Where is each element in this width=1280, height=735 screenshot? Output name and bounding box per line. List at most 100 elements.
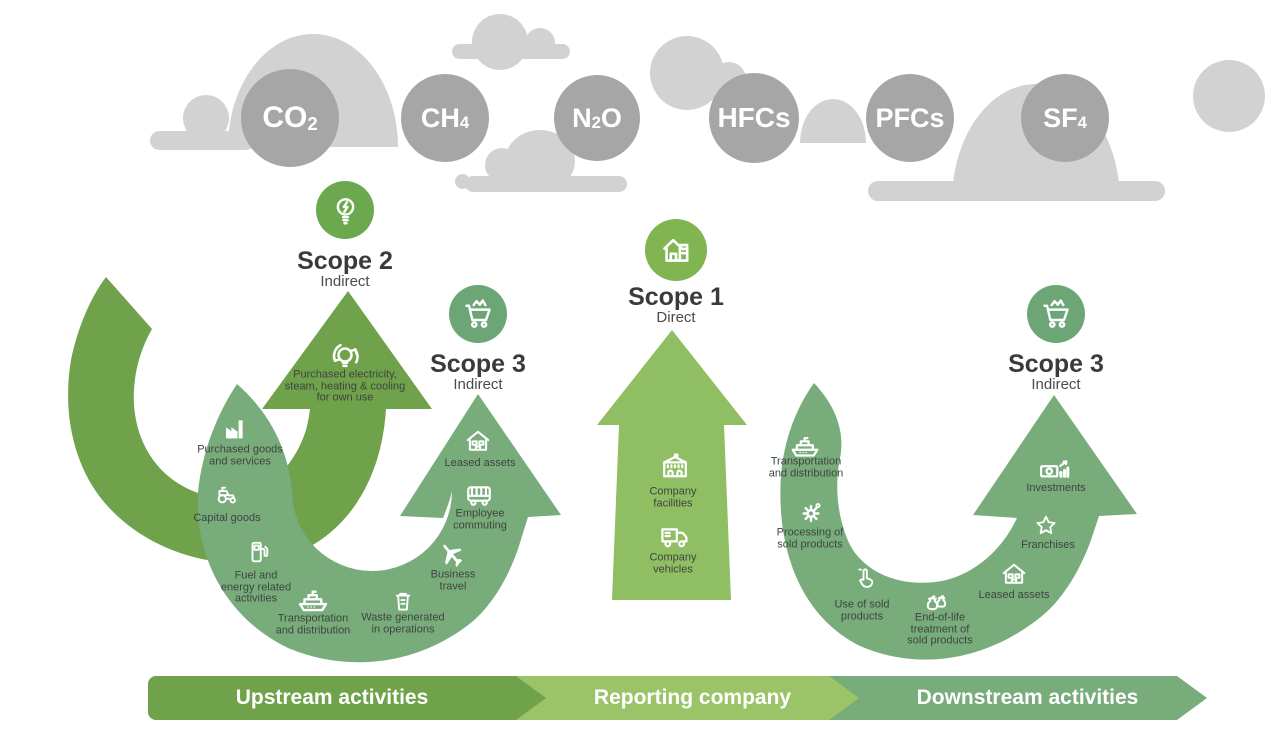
activity-label: Company vehicles xyxy=(649,551,697,575)
activity-label: Purchased electricity, steam, heating & … xyxy=(284,368,406,404)
hand-click-icon xyxy=(858,568,874,588)
scope-badge-scope3-downstream xyxy=(1027,285,1085,343)
gas-formula-part: HFCs xyxy=(717,102,791,133)
cloud-shape xyxy=(472,14,528,70)
scope-badge-scope2 xyxy=(316,181,374,239)
activity-icon-holder xyxy=(325,337,365,377)
scope-title-scope3-upstream: Scope 3 xyxy=(430,350,526,378)
lightbulb-icon xyxy=(336,197,354,225)
activity-icon-holder xyxy=(998,558,1030,590)
delivery-truck-icon xyxy=(661,528,688,548)
activity-label: Leased assets xyxy=(978,589,1050,602)
gas-formula-part: PFCs xyxy=(875,102,945,133)
gas-formula-part: CO xyxy=(262,101,308,134)
cloud-shape xyxy=(868,181,1165,201)
scope-badge-scope1 xyxy=(645,219,707,281)
activity-label: Leased assets xyxy=(444,457,516,470)
banner-segment-upstream: Upstream activities xyxy=(148,676,546,720)
scope-title-scope2: Scope 2 xyxy=(297,247,393,275)
airplane-icon xyxy=(443,544,463,568)
activity-label: Investments xyxy=(1026,482,1086,495)
fuel-pump-icon xyxy=(251,541,269,563)
bus-icon xyxy=(467,486,491,506)
activity-label: Company facilities xyxy=(649,485,697,509)
activity-label: End-of-life treatment of sold products xyxy=(907,611,973,647)
activity-icon-holder xyxy=(797,497,827,527)
house-icon xyxy=(466,430,490,451)
banner-label-downstream: Downstream activities xyxy=(916,686,1139,709)
activity-icon-holder xyxy=(244,537,274,567)
banner-segment-reporting: Reporting company xyxy=(514,676,859,720)
activity-label: Franchises xyxy=(1021,539,1075,552)
activity-label: Purchased goods and services xyxy=(197,443,283,467)
activity-icon-holder xyxy=(294,580,332,618)
activity-label: Capital goods xyxy=(193,512,261,525)
cargo-ship-icon xyxy=(298,590,328,612)
gas-formula-part: 2 xyxy=(307,112,318,134)
cloud-shape xyxy=(452,44,570,59)
scope-title-scope3-downstream: Scope 3 xyxy=(1008,350,1104,378)
house-factory-icon xyxy=(663,238,689,262)
activity-label: Transportation and distribution xyxy=(768,455,844,479)
scope-subtitle-scope3-upstream: Indirect xyxy=(453,376,503,393)
downstream-scope3-arc-shape xyxy=(780,383,1137,660)
gas-circle-hfcs: HFCs xyxy=(709,73,799,163)
activity-label: Waste generated in operations xyxy=(361,611,445,635)
activity-label: Business travel xyxy=(430,568,476,592)
cloud-shape xyxy=(1193,60,1265,132)
activity-label: Employee commuting xyxy=(453,507,507,531)
gas-formula-part: O xyxy=(600,102,622,133)
factory-icon xyxy=(226,420,243,439)
activity-icon-holder xyxy=(435,538,469,572)
scope-subtitle-scope2: Indirect xyxy=(320,273,370,290)
waste-bags-icon xyxy=(926,595,947,611)
gas-circle-pfcs: PFCs xyxy=(866,74,954,162)
activity-icon-holder xyxy=(462,478,496,512)
activity-icon-holder xyxy=(221,413,253,445)
scope-title-scope1: Scope 1 xyxy=(628,283,724,311)
activity-label: Fuel and energy related activities xyxy=(220,569,292,605)
star-icon xyxy=(1036,515,1056,535)
trash-bin-icon xyxy=(395,592,411,611)
activity-icon-holder xyxy=(921,584,953,616)
activity-icon-holder xyxy=(787,427,823,463)
cloud-shape xyxy=(455,174,470,189)
gas-formula-part: SF xyxy=(1043,102,1078,133)
gas-formula-part: CH xyxy=(420,102,460,133)
banner-label-upstream: Upstream activities xyxy=(235,686,429,709)
house-icon xyxy=(1002,563,1026,584)
cargo-ship-icon xyxy=(791,436,819,457)
gov-building-icon xyxy=(663,453,687,478)
activity-label: Use of sold products xyxy=(834,598,890,622)
cloud-shape xyxy=(650,36,724,110)
activity-icon-holder xyxy=(1031,511,1061,541)
scope-subtitle-scope3-downstream: Indirect xyxy=(1031,376,1081,393)
activity-icon-holder xyxy=(1036,453,1072,489)
activity-label: Transportation and distribution xyxy=(275,612,351,636)
activity-icon-holder xyxy=(657,448,693,484)
electricity-bulb-icon xyxy=(332,343,359,368)
gear-icon xyxy=(802,502,821,522)
activity-label: Processing of sold products xyxy=(776,526,844,550)
gas-formula-part: N xyxy=(572,102,592,133)
cloud-shape xyxy=(465,176,627,192)
banner-segment-downstream: Downstream activities xyxy=(828,676,1207,720)
investments-icon xyxy=(1039,460,1070,478)
cart-icon xyxy=(464,298,491,328)
scope-badge-scope3-upstream xyxy=(449,285,507,343)
activity-icon-holder xyxy=(212,479,242,509)
tractor-icon xyxy=(217,486,236,504)
gas-formula-part: 4 xyxy=(1077,113,1087,133)
scope-subtitle-scope1: Direct xyxy=(656,309,696,326)
upstream-scope3-arc-shape xyxy=(197,384,561,663)
activity-icon-holder xyxy=(657,518,693,554)
gas-formula-part: 2 xyxy=(591,113,601,133)
activity-icon-holder xyxy=(388,586,418,616)
banner-label-reporting: Reporting company xyxy=(593,686,792,709)
activity-icon-holder xyxy=(849,563,879,593)
